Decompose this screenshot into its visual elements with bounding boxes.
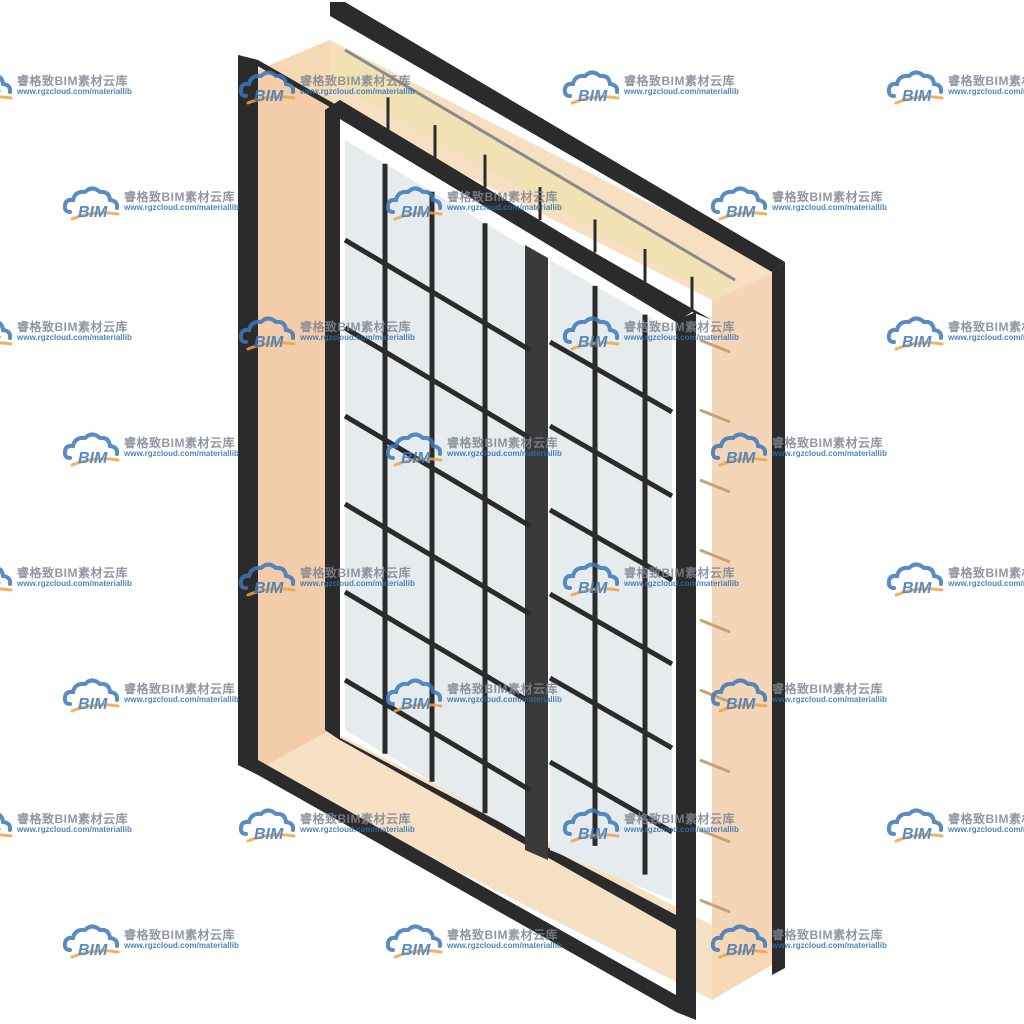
- left-sash-horizontal-muntin: [343, 413, 532, 529]
- front-frame-left-jamb: [238, 55, 258, 775]
- left-sash-horizontal-muntin: [343, 677, 532, 793]
- right-sash-horizontal-muntin: [548, 507, 674, 583]
- meeting-stile: [525, 245, 548, 860]
- front-frame-sill: [258, 760, 676, 1012]
- outer-frame-right: [772, 262, 785, 975]
- reveal-rail-mark: [699, 898, 731, 914]
- bottom-reveal-panel: [258, 730, 780, 1000]
- transom-glass: [330, 50, 735, 300]
- right-reveal-panel: [712, 270, 780, 1000]
- left-sash-horizontal-muntin: [343, 501, 532, 617]
- left-sash-horizontal-muntin: [343, 237, 532, 353]
- reveal-rail-mark: [699, 548, 731, 564]
- front-frame-right-jamb: [676, 312, 696, 1020]
- outer-frame-top: [330, 2, 785, 272]
- right-sash-horizontal-muntin: [548, 591, 674, 667]
- reveal-rail-mark: [699, 758, 731, 774]
- right-sash-horizontal-muntin: [548, 339, 674, 415]
- left-sash-horizontal-muntin: [343, 325, 532, 441]
- right-sash-horizontal-muntin: [548, 759, 674, 835]
- reveal-rail-mark: [699, 408, 731, 424]
- right-sash-glass: [550, 260, 672, 900]
- left-sash-horizontal-muntin: [343, 589, 532, 705]
- right-sash-horizontal-muntin: [548, 423, 674, 499]
- reveal-rail-mark: [699, 828, 731, 844]
- sash-frame-sill: [325, 730, 676, 930]
- reveal-rail-mark: [699, 478, 731, 494]
- reveal-rail-mark: [699, 618, 731, 634]
- left-reveal-panel: [258, 40, 330, 770]
- sash-frame-left: [325, 100, 340, 740]
- reveal-rail-mark: [699, 338, 731, 354]
- right-sash-horizontal-muntin: [548, 675, 674, 751]
- sash-frame-head: [325, 100, 692, 322]
- transom-edge: [344, 48, 736, 282]
- reveal-rail-marks: [699, 338, 731, 914]
